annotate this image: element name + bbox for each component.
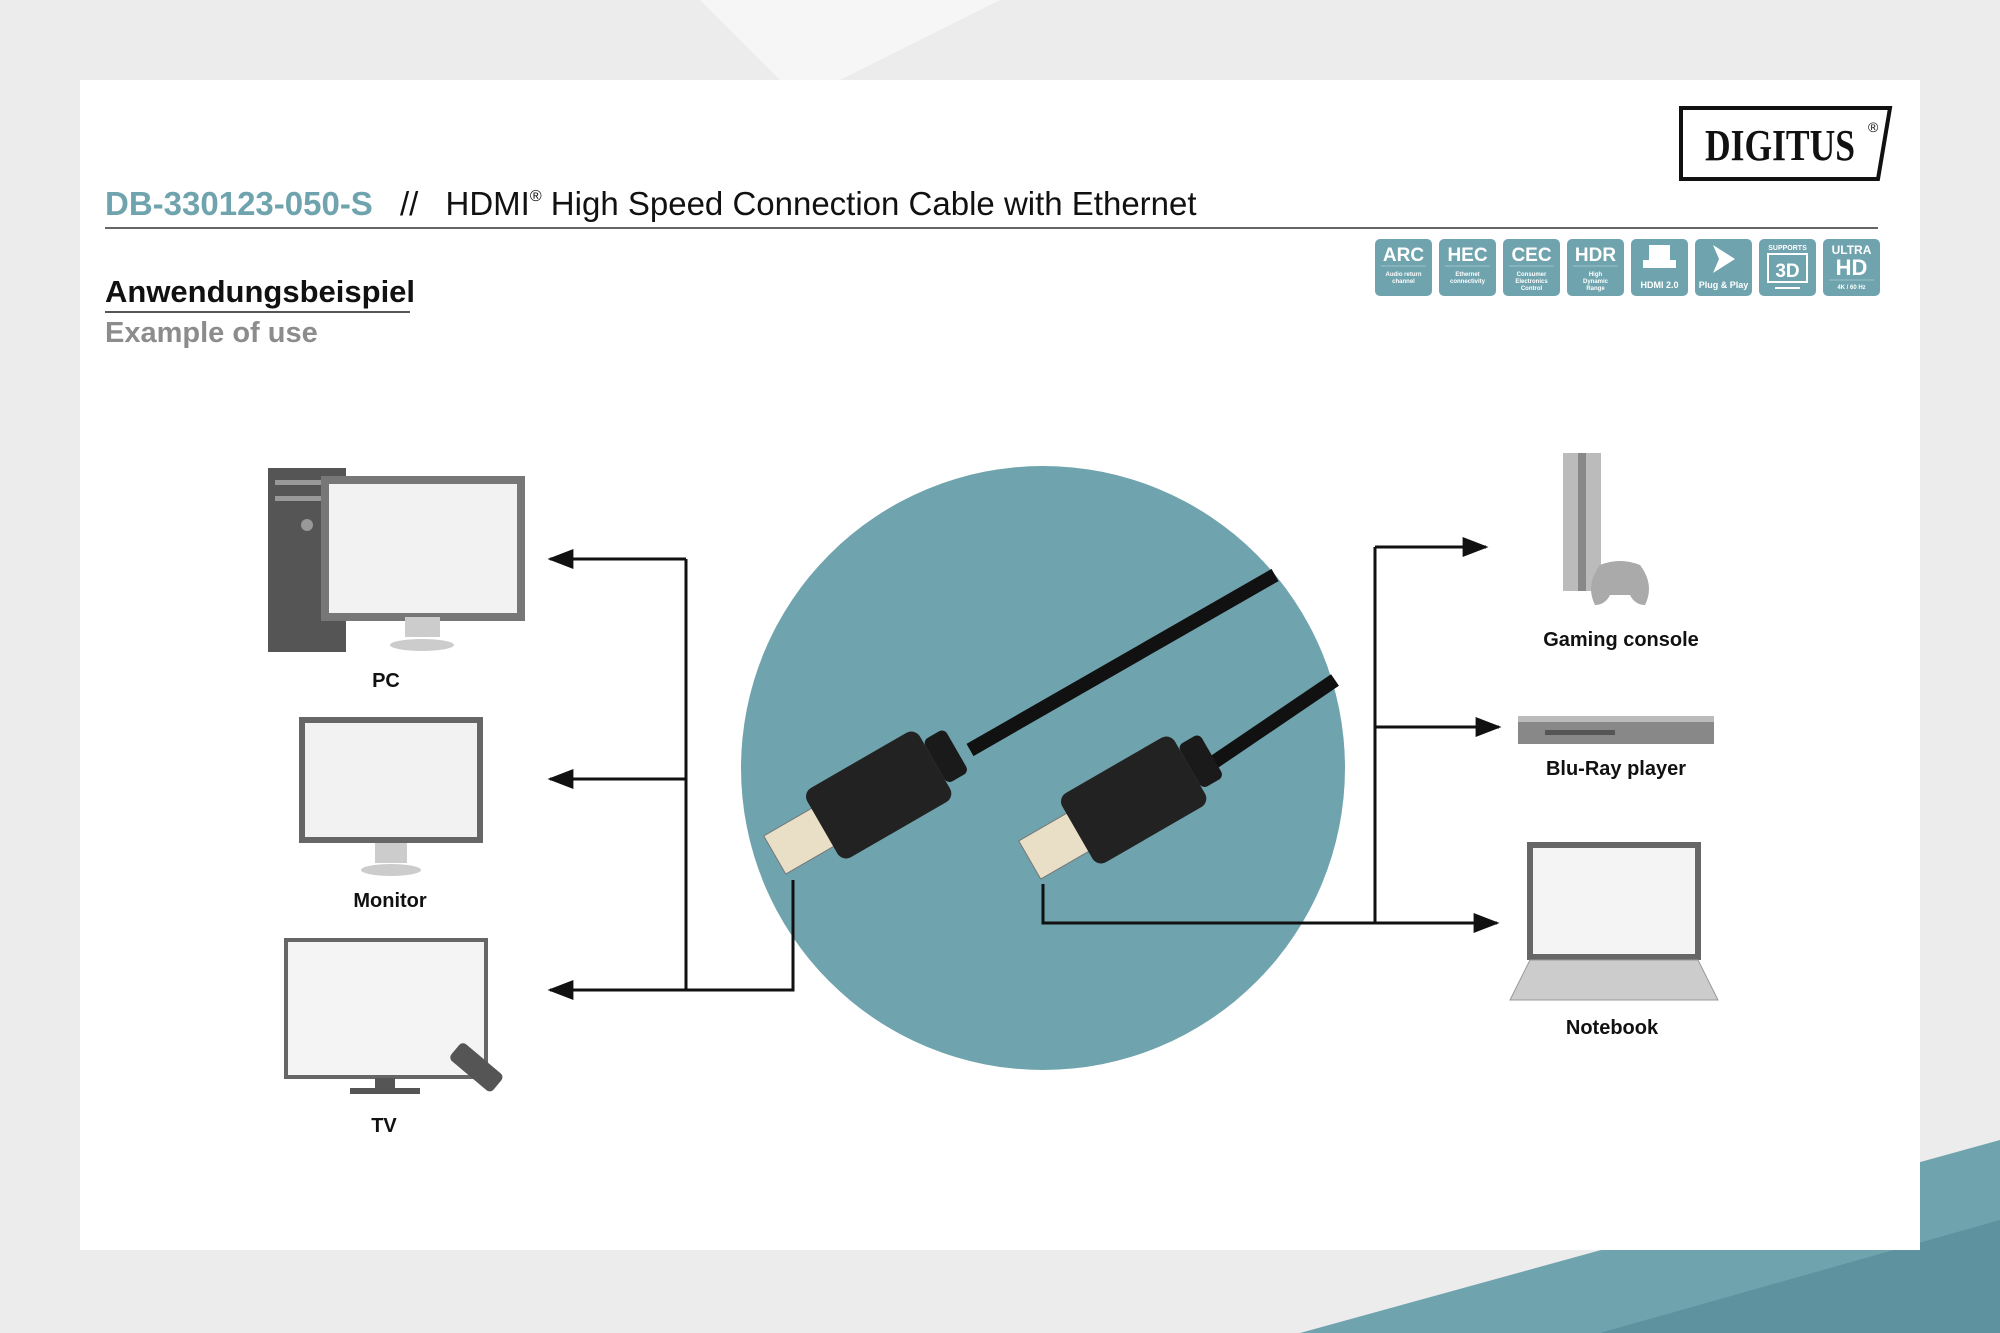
svg-text:Control: Control (1521, 286, 1543, 292)
monitor-icon (321, 476, 525, 621)
svg-text:ARC: ARC (1383, 245, 1424, 266)
remote-control-icon (450, 1043, 503, 1092)
svg-text:Range: Range (1586, 286, 1605, 292)
device-pc: PC (268, 468, 525, 692)
svg-text:®: ® (1868, 119, 1879, 135)
svg-text:Audio return: Audio return (1386, 272, 1422, 278)
svg-text:HEC: HEC (1447, 245, 1487, 266)
device-monitor: Monitor (299, 717, 483, 912)
hdmi-chip-icon (1643, 245, 1676, 268)
digitus-logo: DIGITUS ® (1679, 106, 1893, 181)
svg-text:Electronics: Electronics (1515, 279, 1548, 285)
hdmi-cable-image (763, 568, 1339, 880)
svg-text:Dynamic: Dynamic (1583, 279, 1609, 285)
svg-text:Consumer: Consumer (1517, 272, 1547, 278)
svg-text:High: High (1589, 272, 1603, 278)
gamepad-icon (1591, 561, 1649, 605)
3d-tv-icon (1767, 253, 1808, 283)
svg-text:ULTRA: ULTRA (1832, 243, 1872, 257)
section-subtitle: Example of use (105, 317, 318, 349)
product-title: DB-330123-050-S // HDMI® High Speed Conn… (105, 185, 1197, 222)
svg-text:channel: channel (1392, 279, 1415, 285)
device-notebook: Notebook (1509, 842, 1719, 1039)
svg-text:TV: TV (371, 1115, 397, 1137)
svg-text:Ethernet: Ethernet (1455, 272, 1479, 278)
svg-text:HD: HD (1836, 255, 1868, 280)
monitor-icon (299, 717, 483, 843)
svg-text:connectivity: connectivity (1450, 279, 1486, 285)
badge-hdmi-2-0: HDMI 2.0 (1631, 239, 1688, 296)
device-blu-ray-player: Blu-Ray player (1518, 716, 1714, 780)
badge-3d: SUPPORTS 3D (1759, 239, 1816, 296)
section-title: Anwendungsbeispiel (105, 274, 415, 309)
svg-text:Monitor: Monitor (353, 890, 427, 912)
device-tv: TV (284, 938, 503, 1137)
laptop-icon (1527, 842, 1701, 960)
badge-ultra-hd: ULTRA HD 4K / 60 Hz (1823, 239, 1880, 296)
svg-text:SUPPORTS: SUPPORTS (1768, 245, 1807, 252)
device-gaming-console: Gaming console (1543, 453, 1699, 651)
cable-circle (741, 466, 1345, 1070)
svg-text:Blu-Ray player: Blu-Ray player (1546, 758, 1686, 780)
svg-text:Notebook: Notebook (1566, 1017, 1659, 1039)
svg-text:Plug & Play: Plug & Play (1699, 280, 1749, 290)
svg-text:4K / 60 Hz: 4K / 60 Hz (1837, 285, 1865, 291)
plug-play-icon (1713, 245, 1735, 273)
svg-text:3D: 3D (1775, 261, 1799, 282)
badge-plug-play: Plug & Play (1695, 239, 1752, 296)
svg-text:HDMI 2.0: HDMI 2.0 (1640, 280, 1678, 290)
svg-text:DIGITUS: DIGITUS (1705, 121, 1855, 170)
svg-text:CEC: CEC (1511, 245, 1551, 266)
sku: DB-330123-050-S (105, 185, 373, 222)
connection-lines (547, 537, 1502, 1000)
svg-text:PC: PC (372, 670, 400, 692)
svg-text:Gaming console: Gaming console (1543, 629, 1699, 651)
svg-text:HDR: HDR (1575, 245, 1616, 266)
